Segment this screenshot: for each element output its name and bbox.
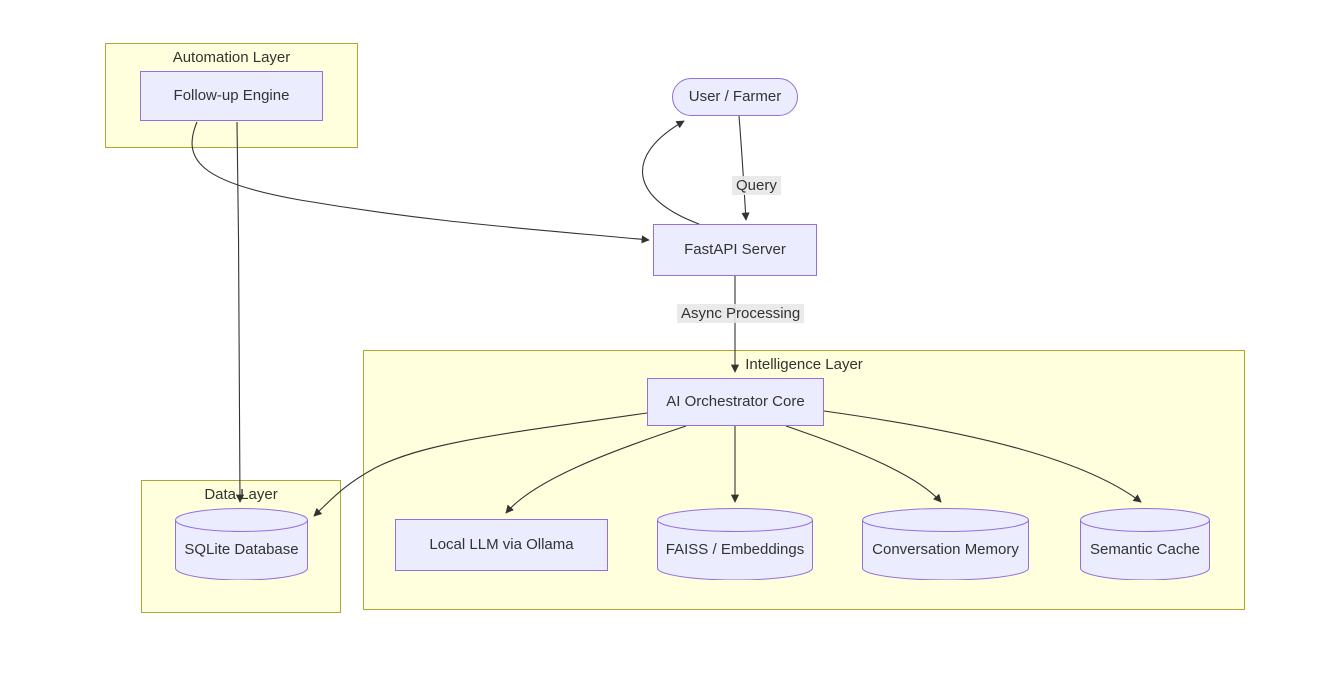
node-fastapi-server-label: FastAPI Server (684, 240, 786, 258)
node-conversation-memory-label: Conversation Memory (872, 540, 1019, 558)
node-follow-up-engine-label: Follow-up Engine (173, 86, 290, 104)
node-follow-up-engine: Follow-up Engine (140, 71, 323, 121)
node-local-llm-via-ollama: Local LLM via Ollama (395, 519, 608, 571)
node-conversation-memory: Conversation Memory (862, 508, 1029, 580)
node-sqlite-database-label: SQLite Database (184, 540, 299, 558)
edge-orchestrator-to-sqlite (313, 412, 648, 517)
edge-orchestrator-to-memory (785, 425, 942, 503)
edge-label-async-processing: Async Processing (677, 304, 805, 323)
node-user-farmer-label: User / Farmer (688, 87, 782, 105)
edge-label-query: Query (732, 176, 781, 195)
subgraph-data-layer-title: Data Layer (204, 486, 278, 503)
node-ai-orchestrator-core-label: AI Orchestrator Core (666, 392, 805, 410)
node-fastapi-server: FastAPI Server (653, 224, 817, 276)
cylinder-shape (175, 508, 308, 580)
edge-orchestrator-to-cache (823, 410, 1142, 503)
node-faiss-embeddings: FAISS / Embeddings (657, 508, 813, 580)
subgraph-automation-layer-title: Automation Layer (172, 49, 291, 66)
cylinder-shape (1080, 508, 1210, 580)
node-sqlite-database: SQLite Database (175, 508, 308, 580)
node-user-farmer: User / Farmer (672, 78, 798, 116)
edge-orchestrator-to-llm (505, 425, 687, 514)
cylinder-shape (862, 508, 1029, 580)
edge-followup-to-fastapi (191, 121, 650, 244)
node-faiss-embeddings-label: FAISS / Embeddings (665, 540, 805, 558)
node-semantic-cache-label: Semantic Cache (1089, 540, 1201, 558)
cylinder-shape (657, 508, 813, 580)
edge-user-to-fastapi (738, 115, 750, 221)
node-local-llm-via-ollama-label: Local LLM via Ollama (429, 535, 574, 553)
node-ai-orchestrator-core: AI Orchestrator Core (647, 378, 824, 426)
edge-fastapi-to-user (642, 120, 700, 225)
subgraph-intelligence-layer-title: Intelligence Layer (745, 356, 863, 373)
edge-followup-to-sqlite (235, 121, 245, 503)
node-semantic-cache: Semantic Cache (1080, 508, 1210, 580)
